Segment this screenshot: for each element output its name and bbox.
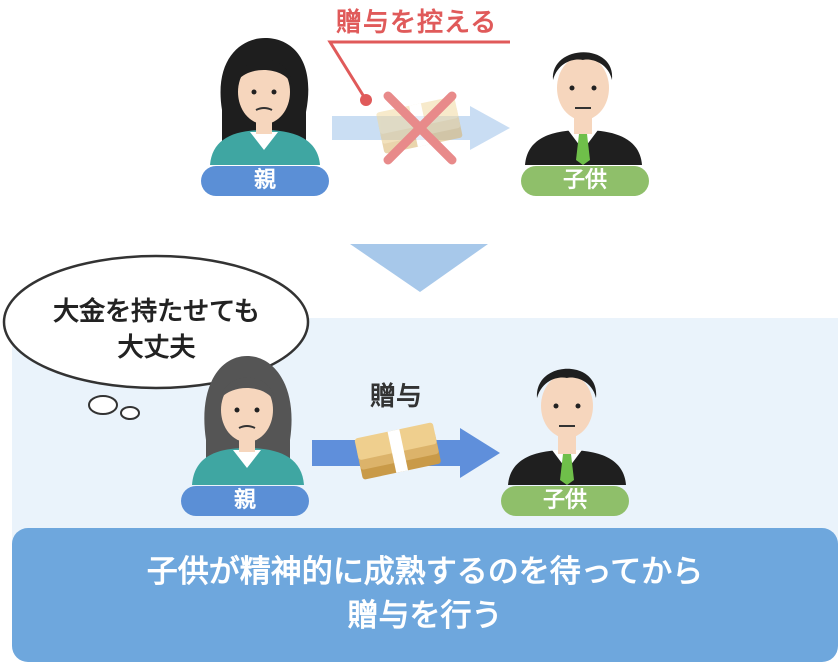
conclusion-text: 子供が精神的に成熟するのを待ってから 贈与を行う bbox=[12, 550, 838, 638]
speech-text: 大金を持たせても 大丈夫 bbox=[14, 294, 299, 366]
speech-line-1: 大金を持たせても bbox=[53, 297, 260, 327]
parent-figure-bottom bbox=[192, 356, 304, 485]
parent-label-top: 親 bbox=[201, 166, 329, 196]
conclusion-line-1: 子供が精神的に成熟するのを待ってから bbox=[146, 554, 704, 590]
parent-label-bottom: 親 bbox=[181, 486, 309, 516]
gift-label: 贈与 bbox=[370, 382, 423, 412]
annotation-label: 贈与を控える bbox=[336, 8, 498, 38]
callout-line bbox=[327, 40, 510, 106]
child-label-top: 子供 bbox=[521, 166, 649, 196]
parent-figure-top bbox=[210, 38, 320, 165]
conclusion-banner bbox=[12, 528, 838, 662]
child-figure-top bbox=[525, 52, 642, 165]
money-stack-bottom bbox=[354, 422, 441, 480]
speech-line-2: 大丈夫 bbox=[117, 333, 196, 363]
child-figure-bottom bbox=[508, 368, 626, 485]
down-arrow bbox=[350, 244, 488, 292]
prohibit-cross-icon bbox=[383, 91, 457, 165]
child-label-bottom: 子供 bbox=[501, 486, 629, 516]
conclusion-line-2: 贈与を行う bbox=[347, 598, 503, 634]
speech-bubble bbox=[2, 254, 310, 420]
